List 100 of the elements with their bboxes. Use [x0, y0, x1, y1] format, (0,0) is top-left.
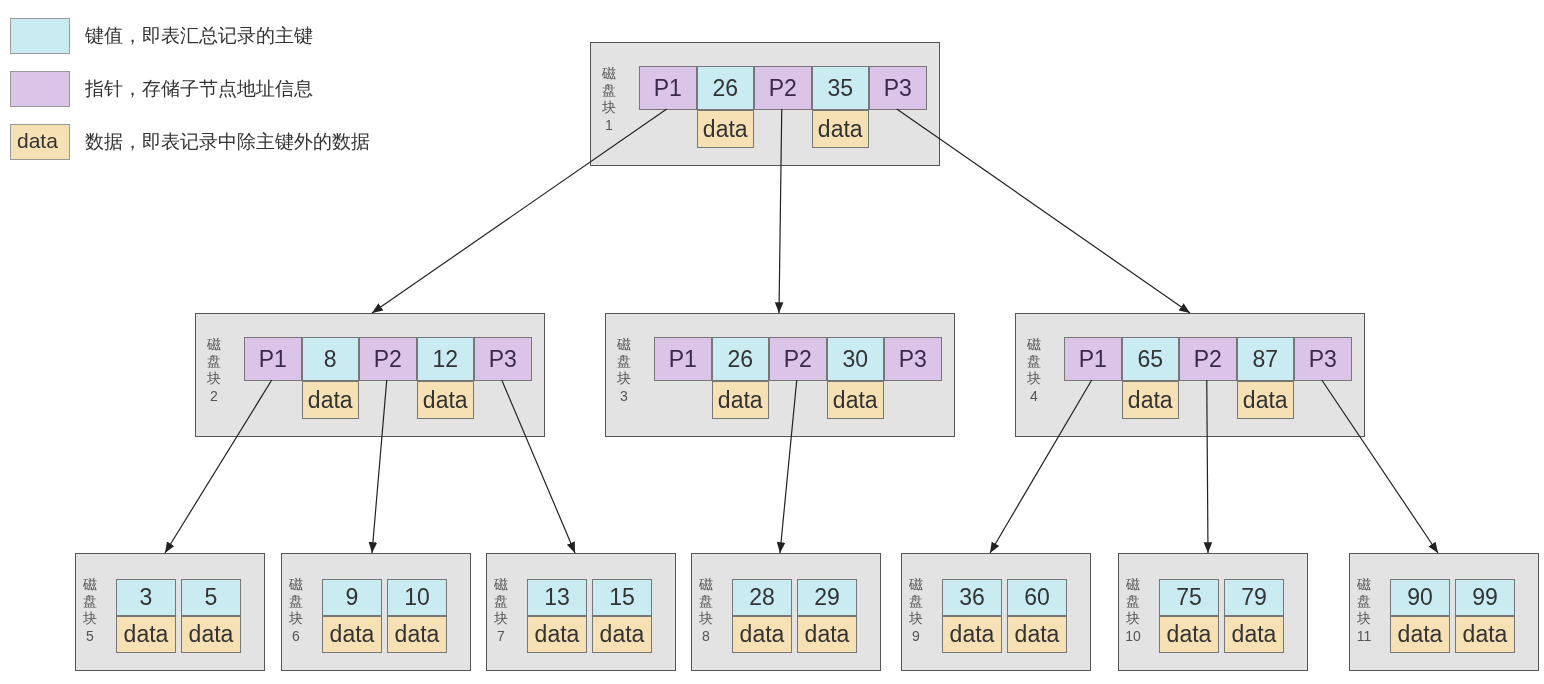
legend-text: 指针，存储子节点地址信息 [85, 77, 313, 101]
arrow [896, 108, 1191, 314]
block-number: 2 [209, 388, 219, 405]
block-label: 磁盘块 [1356, 576, 1372, 627]
disk-block [486, 553, 676, 671]
disk-block [75, 553, 265, 671]
arrow [1203, 379, 1213, 554]
pointer-cell: P2 [769, 337, 827, 381]
block-label: 磁盘块 [616, 336, 632, 387]
block-number: 6 [291, 628, 301, 645]
key-cell: 15 [592, 579, 652, 616]
block-number: 9 [911, 628, 921, 645]
arrow [371, 108, 668, 314]
key-cell: 12 [416, 337, 474, 381]
data-cell: data [732, 616, 792, 653]
data-cell: data [826, 381, 884, 419]
disk-block [901, 553, 1091, 671]
key-cell: 28 [732, 579, 792, 616]
key-cell: 79 [1224, 579, 1284, 616]
data-cell: data [696, 110, 754, 148]
block-label: 磁盘块 [206, 336, 222, 387]
data-cell: data [1455, 616, 1515, 653]
key-cell: 87 [1236, 337, 1294, 381]
data-cell: data [1224, 616, 1284, 653]
block-label: 磁盘块 [1026, 336, 1042, 387]
arrow [989, 379, 1093, 554]
key-cell: 8 [301, 337, 359, 381]
legend-text: 键值，即表汇总记录的主键 [85, 24, 313, 48]
key-cell: 29 [797, 579, 857, 616]
pointer-cell: P1 [654, 337, 712, 381]
key-cell: 75 [1159, 579, 1219, 616]
disk-block [195, 313, 545, 437]
disk-block [281, 553, 471, 671]
key-cell: 13 [527, 579, 587, 616]
block-label: 磁盘块 [601, 65, 617, 116]
disk-block [605, 313, 955, 437]
data-cell: data [181, 616, 241, 653]
data-cell: data [1159, 616, 1219, 653]
data-cell: data [711, 381, 769, 419]
block-number: 5 [85, 628, 95, 645]
data-cell: data [1236, 381, 1294, 419]
arrow [774, 108, 784, 314]
data-cell: data [387, 616, 447, 653]
arrow [164, 379, 273, 554]
pointer-cell: P2 [754, 66, 812, 110]
disk-block [1015, 313, 1365, 437]
key-cell: 36 [942, 579, 1002, 616]
block-number: 1 [604, 117, 614, 134]
arrow [776, 379, 798, 554]
key-cell: 35 [811, 66, 869, 110]
data-cell: data [1121, 381, 1179, 419]
key-cell: 60 [1007, 579, 1067, 616]
block-label: 磁盘块 [493, 576, 509, 627]
block-number: 10 [1124, 628, 1142, 645]
disk-block [1118, 553, 1308, 671]
block-number: 3 [619, 388, 629, 405]
key-cell: 26 [711, 337, 769, 381]
data-cell: data [811, 110, 869, 148]
swatch-label: data [17, 129, 58, 153]
arrow [501, 379, 576, 554]
legend-text: 数据，即表记录中除主键外的数据 [85, 130, 370, 154]
disk-block [590, 42, 940, 166]
arrow [368, 379, 388, 554]
data-cell: data [116, 616, 176, 653]
block-label: 磁盘块 [288, 576, 304, 627]
key-cell: 99 [1455, 579, 1515, 616]
pointer-cell: P3 [1294, 337, 1352, 381]
key-cell: 65 [1121, 337, 1179, 381]
pointer-cell: P2 [1179, 337, 1237, 381]
pointer-cell: P1 [244, 337, 302, 381]
key-cell: 3 [116, 579, 176, 616]
pointer-cell: P3 [869, 66, 927, 110]
pointer-cell: P1 [639, 66, 697, 110]
key-cell: 5 [181, 579, 241, 616]
data-cell: data [942, 616, 1002, 653]
data-cell: data [322, 616, 382, 653]
pointer-cell: P1 [1064, 337, 1122, 381]
key-cell: 10 [387, 579, 447, 616]
pointer-cell: P3 [884, 337, 942, 381]
block-number: 7 [496, 628, 506, 645]
key-cell: 30 [826, 337, 884, 381]
pointer-cell: P3 [474, 337, 532, 381]
pointer-cell: P2 [359, 337, 417, 381]
arrow [1321, 379, 1439, 554]
data-cell: data [1007, 616, 1067, 653]
data-cell: data [301, 381, 359, 419]
block-number: 4 [1029, 388, 1039, 405]
disk-block [1349, 553, 1539, 671]
disk-block [691, 553, 881, 671]
block-number: 8 [701, 628, 711, 645]
data-cell: data [1390, 616, 1450, 653]
data-cell: data [416, 381, 474, 419]
block-number: 11 [1355, 628, 1373, 645]
key-cell: 26 [696, 66, 754, 110]
block-label: 磁盘块 [1125, 576, 1141, 627]
data-cell: data [797, 616, 857, 653]
data-cell: data [592, 616, 652, 653]
block-label: 磁盘块 [82, 576, 98, 627]
block-label: 磁盘块 [698, 576, 714, 627]
key-cell: 90 [1390, 579, 1450, 616]
